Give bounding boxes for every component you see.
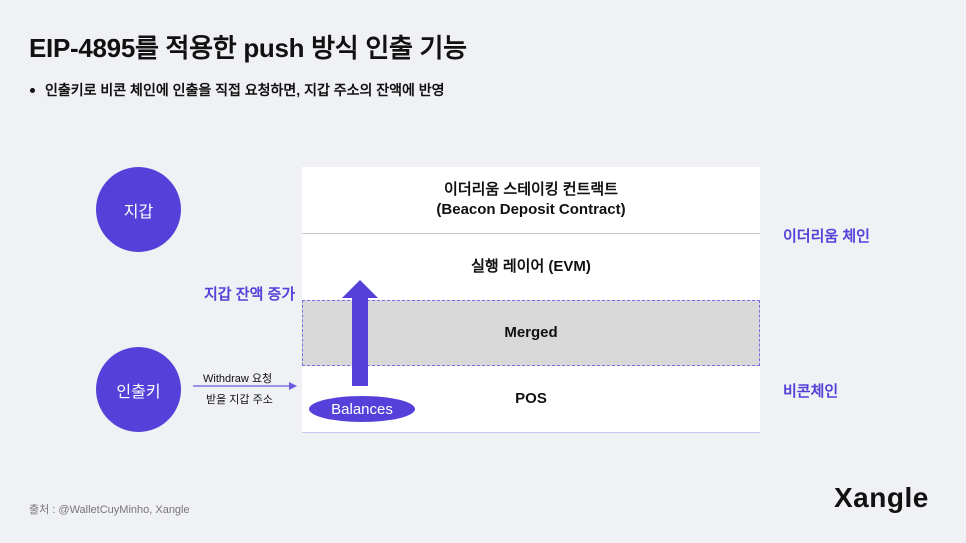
withdraw-request-label: Withdraw 요청 bbox=[203, 373, 273, 385]
up-arrow-icon bbox=[342, 280, 378, 386]
bullet-point: 인출키로 비콘 체인에 인출을 직접 요청하면, 지갑 주소의 잔액에 반영 bbox=[30, 80, 445, 100]
deposit-contract-layer: 이더리움 스테이킹 컨트랙트 (Beacon Deposit Contract) bbox=[302, 167, 760, 234]
pos-layer-label: POS bbox=[515, 390, 547, 407]
balances-label: Balances bbox=[331, 400, 393, 418]
beacon-chain-label: 비콘체인 bbox=[783, 383, 839, 400]
withdrawal-key-node: 인출키 bbox=[96, 347, 181, 432]
withdrawal-key-label: 인출키 bbox=[116, 383, 161, 401]
receiving-address-label: 받을 지갑 주소 bbox=[206, 394, 273, 406]
execution-layer: 실행 레이어 (EVM) bbox=[302, 234, 760, 300]
balance-increase-label: 지갑 잔액 증가 bbox=[204, 286, 296, 303]
merged-layer: Merged bbox=[302, 300, 760, 366]
deposit-contract-title: 이더리움 스테이킹 컨트랙트 bbox=[444, 181, 618, 198]
wallet-label: 지갑 bbox=[123, 203, 154, 221]
layer-stack: 이더리움 스테이킹 컨트랙트 (Beacon Deposit Contract)… bbox=[302, 167, 760, 433]
page-title: EIP-4895를 적용한 push 방식 인출 기능 bbox=[29, 33, 467, 63]
merged-layer-label: Merged bbox=[504, 324, 558, 341]
ethereum-chain-label: 이더리움 체인 bbox=[783, 228, 870, 245]
xangle-logo: Xangle bbox=[834, 482, 929, 513]
source-credit: 출처 : @WalletCuyMinho, Xangle bbox=[29, 504, 190, 516]
deposit-contract-subtitle: (Beacon Deposit Contract) bbox=[436, 201, 626, 218]
execution-layer-label: 실행 레이어 (EVM) bbox=[471, 258, 591, 275]
right-arrow-icon bbox=[193, 382, 297, 390]
wallet-node: 지갑 bbox=[96, 167, 181, 252]
bullet-dot-icon bbox=[30, 87, 35, 93]
balances-badge: Balances bbox=[309, 396, 415, 422]
bullet-text: 인출키로 비콘 체인에 인출을 직접 요청하면, 지갑 주소의 잔액에 반영 bbox=[45, 82, 445, 98]
